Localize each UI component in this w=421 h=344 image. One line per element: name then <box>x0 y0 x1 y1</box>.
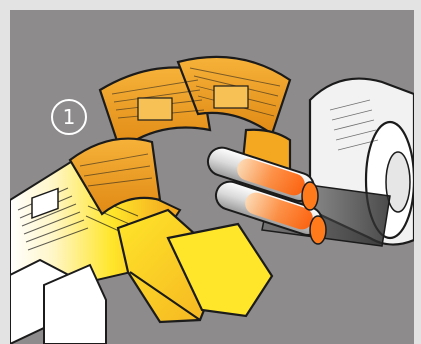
laminator-diagram: 1 <box>10 10 414 344</box>
step-number: 1 <box>63 105 76 129</box>
illustration-panel: 1 <box>10 10 414 344</box>
